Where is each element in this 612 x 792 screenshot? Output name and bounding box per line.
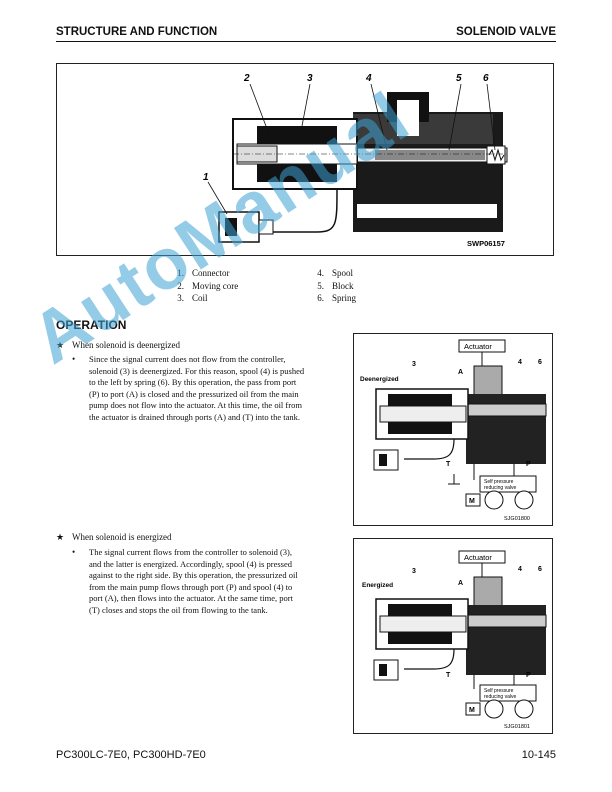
callout-4: 4 [518,566,522,573]
component-title: SOLENOID VALVE [456,26,556,38]
energized-heading: ★When solenoid is energized [56,532,172,542]
valve-label-2: reducing valve [484,694,516,700]
energized-diagram: Actuator Energized A T P 3 4 6 Self pres… [353,538,553,734]
callout-4: 4 [518,359,522,366]
part-item: 1.Connector [177,268,230,278]
actuator-label: Actuator [464,553,492,562]
callout-3: 3 [307,73,313,84]
figure3-code: SJG01801 [504,724,530,730]
part-item: 2.Moving core [177,280,239,291]
callout-6: 6 [483,73,489,84]
port-t-label: T [446,461,451,468]
callout-2: 2 [243,73,250,84]
port-a-label: A [458,369,463,376]
part-item: 3.Coil [177,293,208,303]
callout-6: 6 [538,566,542,573]
energized-paragraph: The signal current flows from the contro… [89,547,298,615]
deenergized-heading: ★When solenoid is deenergized [56,340,181,350]
cross-section-drawing: 1 2 3 4 5 6 SWP06157 [203,73,508,248]
valve-label-1: Self pressure [484,688,514,694]
bullet-dot: • [72,547,76,557]
deenergized-schematic: Actuator Deenergized A T P 3 4 6 Self pr… [360,339,547,522]
callout-4: 4 [365,73,372,84]
star-icon: ★ [56,340,65,350]
bullet-dot: • [72,354,76,364]
deenergized-paragraph: Since the signal current does not flow f… [89,354,305,422]
deenergized-diagram: Actuator Deenergized A T P 3 4 6 Self pr… [353,333,553,526]
page-header: STRUCTURE AND FUNCTION SOLENOID VALVE [56,26,556,42]
operation-heading: OPERATION [56,318,127,332]
figure1-code: SWP06157 [467,239,505,248]
solenoid-valve-cross-section-figure: 1 2 3 4 5 6 SWP06157 [56,63,554,256]
section-title: STRUCTURE AND FUNCTION [56,26,218,38]
motor-label: M [469,498,475,505]
state-label: Deenergized [360,376,399,383]
energized-schematic: Actuator Energized A T P 3 4 6 Self pres… [362,550,547,730]
port-a-label: A [458,580,463,587]
port-t-label: T [446,672,451,679]
valve-label-2: reducing valve [484,485,516,491]
star-icon: ★ [56,532,65,542]
port-p-label: P [526,461,531,468]
callout-3: 3 [412,568,416,575]
part-item: 6.Spring [317,293,357,303]
callout-6: 6 [538,359,542,366]
valve-label-1: Self pressure [484,479,514,485]
figure2-code: SJG01800 [504,516,530,522]
port-p-label: P [526,672,531,679]
callout-5: 5 [456,73,462,84]
part-item: 5.Block [317,280,354,291]
part-item: 4.Spool [317,268,354,278]
footer-page-number: 10-145 [521,749,556,761]
state-label: Energized [362,582,393,589]
motor-label: M [469,707,475,714]
callout-3: 3 [412,361,416,368]
actuator-label: Actuator [464,342,492,351]
callout-1: 1 [203,172,209,183]
footer-model: PC300LC-7E0, PC300HD-7E0 [56,749,206,761]
